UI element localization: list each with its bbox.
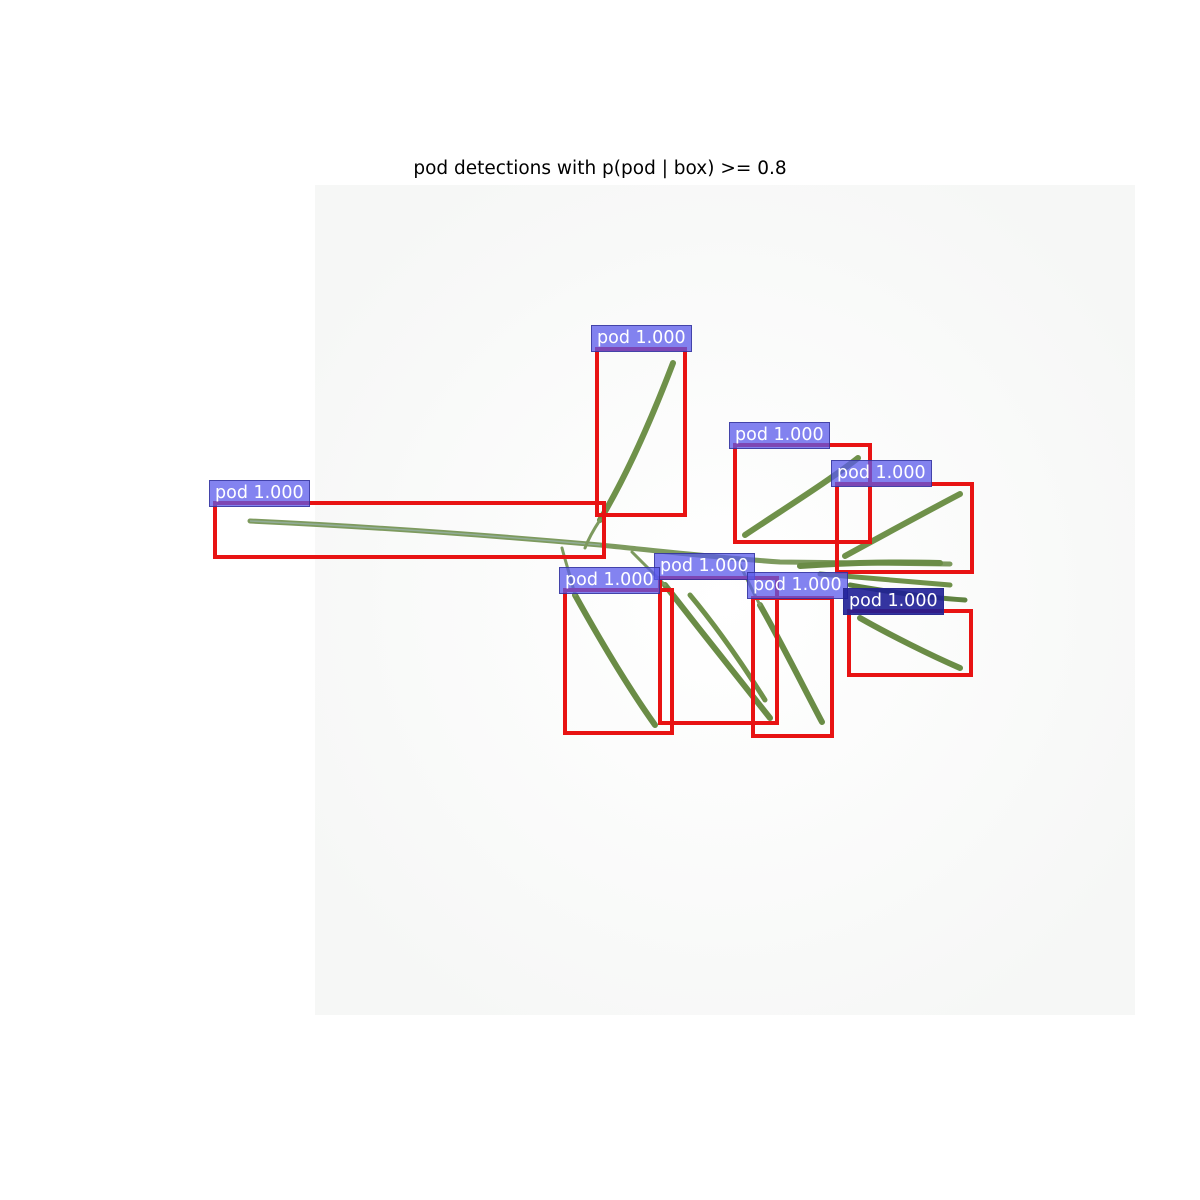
pod-right-upper — [842, 491, 963, 559]
pod-right-lower — [857, 615, 963, 671]
detection-label: pod 1.000 — [654, 553, 755, 580]
pod-vertical-top — [597, 360, 676, 523]
pod-lower-right — [757, 602, 825, 725]
detection-label: pod 1.000 — [843, 588, 944, 615]
detection-label: pod 1.000 — [209, 480, 310, 507]
detection-label: pod 1.000 — [591, 325, 692, 352]
detection-label: pod 1.000 — [559, 567, 660, 594]
figure-title: pod detections with p(pod | box) >= 0.8 — [413, 158, 787, 179]
pod-right-mid — [797, 559, 943, 569]
pod-lower-mid — [662, 582, 773, 721]
photo-background — [315, 185, 1135, 1015]
detection-box — [213, 501, 606, 559]
detection-label: pod 1.000 — [747, 572, 848, 599]
detection-label: pod 1.000 — [831, 460, 932, 487]
detection-boxes — [213, 347, 974, 738]
detection-label: pod 1.000 — [729, 422, 830, 449]
pod-lower-left — [572, 592, 658, 728]
